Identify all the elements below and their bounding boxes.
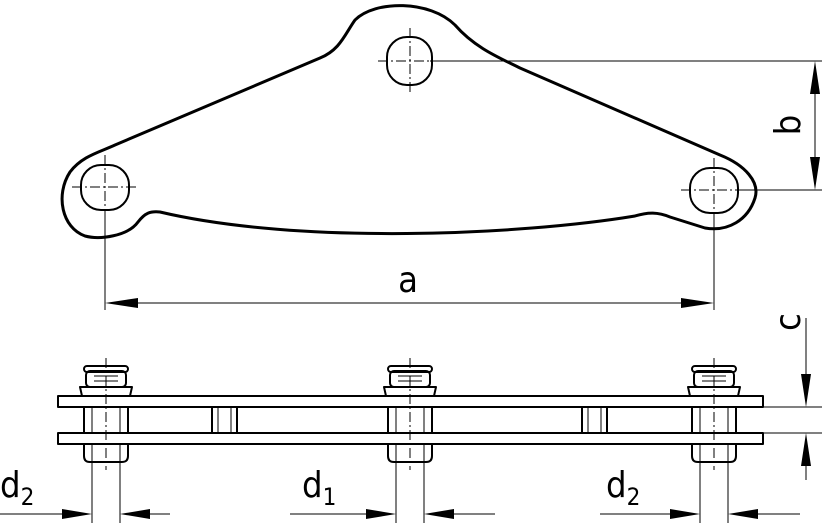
plate-top-view — [60, 4, 758, 239]
plate-side-view — [57, 358, 764, 470]
dimension-b: b — [430, 60, 822, 191]
label-d1: d1 — [302, 465, 336, 511]
dimension-c: c — [763, 313, 822, 480]
label-a: a — [398, 260, 418, 301]
dimension-d2-right: d2 — [600, 444, 800, 523]
plate-outline — [60, 4, 758, 239]
label-b: b — [768, 115, 809, 136]
dimension-a: a — [104, 215, 715, 310]
label-d2-right: d2 — [606, 465, 640, 511]
dimension-d1: d1 — [290, 444, 495, 523]
label-c: c — [768, 313, 809, 331]
label-d2-left: d2 — [0, 465, 34, 511]
dimension-d2-left: d2 — [0, 444, 170, 523]
